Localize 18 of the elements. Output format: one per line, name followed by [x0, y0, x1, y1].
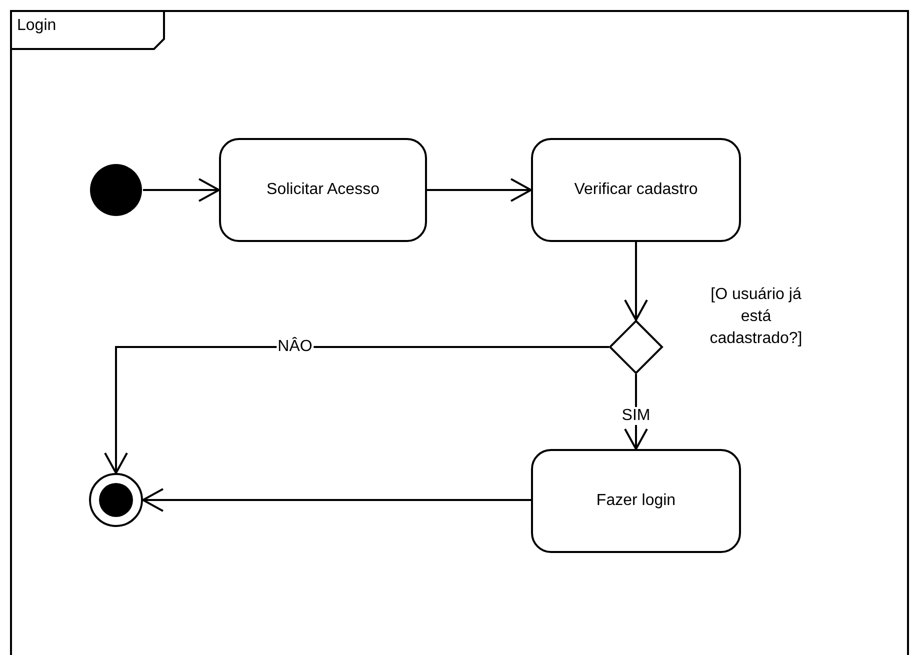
decision-diamond — [609, 320, 663, 374]
control-flow-arrow — [624, 242, 648, 321]
control-flow-arrow — [427, 178, 532, 202]
edge-label: SIM — [620, 406, 652, 424]
frame-title: Login — [17, 17, 56, 35]
initial-node — [89, 163, 143, 217]
activity-frame — [10, 10, 909, 655]
action-label: Fazer login — [596, 492, 676, 510]
action-box — [531, 449, 741, 553]
control-flow-arrow — [142, 488, 531, 512]
guard-condition: [O usuário já está cadastrado?] — [708, 285, 804, 349]
action-label: Verificar cadastro — [574, 181, 698, 199]
final-node — [89, 473, 143, 527]
control-flow-arrow — [104, 346, 609, 474]
action-label: Solicitar Acesso — [266, 181, 380, 199]
action-box — [219, 138, 427, 242]
control-flow-arrow — [143, 178, 220, 202]
action-box — [531, 138, 741, 242]
